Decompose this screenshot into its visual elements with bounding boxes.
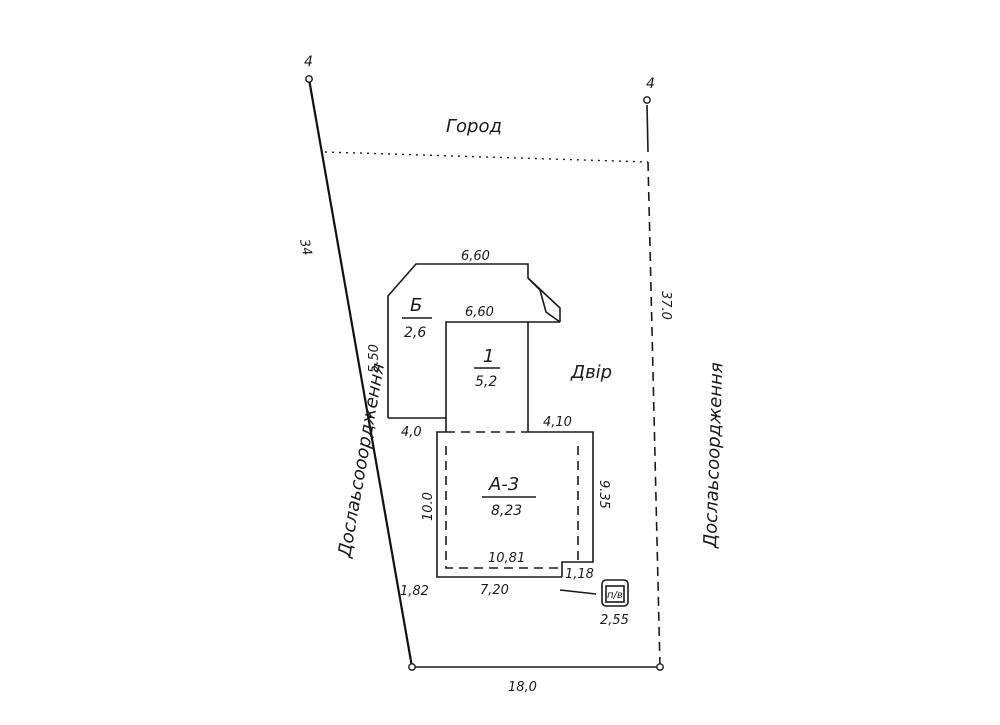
dim-a3-bottom: 7,20 <box>480 583 509 598</box>
pv-label: п/в <box>607 590 623 601</box>
corner-label-left: 4 <box>304 54 313 70</box>
dim-b-bottom: 4,0 <box>401 425 422 440</box>
building-1-value: 5,2 <box>475 374 497 390</box>
corner-point-left <box>305 75 313 83</box>
garden-label: Город <box>446 116 502 137</box>
building-b-outline <box>387 263 561 418</box>
dim-left-side: 34 <box>296 238 314 257</box>
corner-point-right <box>643 96 651 104</box>
corner-point-bottom-right <box>656 663 664 671</box>
building-a3-outer-left <box>436 431 562 578</box>
building-b-value: 2,6 <box>404 325 426 341</box>
dim-b-top: 6,60 <box>461 249 490 264</box>
yard-label: Двір <box>570 362 612 383</box>
building-a3-inner-left <box>445 446 560 569</box>
fence-label-left: Дослаьсооордження <box>334 361 389 559</box>
fence-label-right: Дослаьсоордження <box>700 362 728 549</box>
dim-a3-inner-bottom: 10,81 <box>488 551 525 566</box>
dim-bottom: 18,0 <box>508 680 537 695</box>
corner-point-bottom-left <box>408 663 416 671</box>
left-boundary-line <box>307 78 414 668</box>
dim-pv-distance: 2,55 <box>600 613 629 628</box>
dim-corner-offset: 1,82 <box>400 584 429 599</box>
corner-label-right: 4 <box>646 76 655 92</box>
building-a3-step <box>561 548 594 577</box>
building-1-outline-left <box>388 321 560 419</box>
dim-b-height: 5.50 <box>367 344 382 373</box>
right-boundary-top <box>646 104 649 153</box>
building-a3-name: А-3 <box>488 474 519 495</box>
building-1-name: 1 <box>483 346 494 367</box>
dim-a3-left: 10.0 <box>421 492 436 521</box>
dim-1-top: 6,60 <box>465 305 494 320</box>
dim-right-side: 37.0 <box>658 291 673 320</box>
garden-divider-line <box>324 151 649 163</box>
pv-pointer-line <box>559 589 597 595</box>
building-a3-outer-right <box>528 431 594 548</box>
building-b-fold <box>527 277 561 323</box>
dim-1-right: 4,10 <box>543 415 572 430</box>
right-boundary-dashed-line <box>647 161 661 668</box>
building-a3-value: 8,23 <box>491 503 522 519</box>
pv-structure <box>601 579 629 607</box>
pv-structure-inner <box>605 585 625 603</box>
dim-a3-right: 9.35 <box>596 480 611 509</box>
dim-step: 1,18 <box>565 567 594 582</box>
building-b-name: Б <box>410 295 422 316</box>
